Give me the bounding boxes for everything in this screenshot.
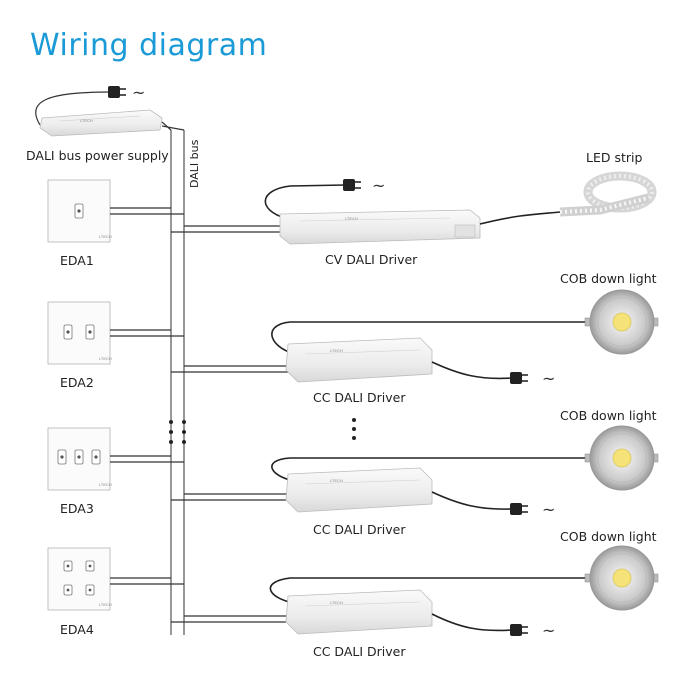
led-strip-label: LED strip: [586, 150, 642, 165]
eda3-label: EDA3: [60, 501, 94, 516]
plug-icon: [343, 179, 361, 191]
led-strip: LED strip: [559, 150, 657, 217]
eda2-switch: [47, 301, 111, 365]
ac-symbol: ~: [542, 621, 555, 640]
eda2-panel: LTECH EDA2: [47, 301, 184, 390]
cc-driver-2-label: CC DALI Driver: [313, 522, 406, 537]
svg-text:LTECH: LTECH: [345, 216, 358, 221]
power-supply-box: [39, 109, 163, 137]
cc-driver-3-label: CC DALI Driver: [313, 644, 406, 659]
power-supply-label: DALI bus power supply: [26, 148, 169, 163]
cob-down-light-2: COB down light: [560, 408, 659, 491]
power-supply: ~ LTECH DALI bus power supply: [26, 83, 185, 163]
bus-dot: [169, 420, 173, 424]
svg-text:LTECH: LTECH: [99, 602, 112, 607]
bus-dot: [182, 420, 186, 424]
ac-symbol: ~: [542, 500, 555, 519]
brand-label: LTECH: [80, 118, 93, 123]
cob-down-light-3: COB down light: [560, 529, 659, 611]
ac-symbol: ~: [542, 369, 555, 388]
more-drivers-dots: [352, 418, 356, 440]
cob-down-light-1: COB down light: [560, 271, 659, 355]
bus-dot: [182, 440, 186, 444]
bus-dot: [182, 430, 186, 434]
plug-icon: [108, 86, 126, 98]
eda4-panel: LTECH EDA4: [47, 547, 184, 637]
cc-driver-1-label: CC DALI Driver: [313, 390, 406, 405]
eda2-label: EDA2: [60, 375, 94, 390]
eda1-panel: LTECH EDA1: [47, 179, 184, 268]
eda1-label: EDA1: [60, 253, 94, 268]
cc-driver-2-box: [285, 467, 433, 513]
cob-3-label: COB down light: [560, 529, 657, 544]
plug-icon: [510, 503, 528, 515]
svg-text:LTECH: LTECH: [99, 234, 112, 239]
ac-symbol: ~: [372, 176, 385, 195]
eda4-switch: [47, 547, 111, 611]
svg-text:LTECH: LTECH: [330, 348, 343, 353]
ac-symbol: ~: [132, 83, 145, 102]
cc-driver-3: LTECH ~ CC DALI Driver: [171, 577, 585, 659]
cob-1-label: COB down light: [560, 271, 657, 286]
eda3-panel: LTECH EDA3: [47, 427, 184, 516]
cc-driver-2: LTECH ~ CC DALI Driver: [171, 457, 585, 537]
bus-dot: [169, 440, 173, 444]
diagram-title: Wiring diagram: [30, 28, 268, 63]
cob-2-label: COB down light: [560, 408, 657, 423]
dali-bus-lines: DALI bus: [169, 130, 201, 635]
cc-driver-1: LTECH ~ CC DALI Driver: [171, 321, 585, 405]
cv-driver-label: CV DALI Driver: [325, 252, 418, 267]
svg-text:LTECH: LTECH: [330, 478, 343, 483]
svg-text:LTECH: LTECH: [330, 600, 343, 605]
svg-text:LTECH: LTECH: [99, 356, 112, 361]
cc-driver-1-box: [285, 337, 433, 383]
bus-dot: [169, 430, 173, 434]
cc-driver-3-box: [285, 589, 433, 635]
eda4-label: EDA4: [60, 622, 94, 637]
svg-text:LTECH: LTECH: [99, 482, 112, 487]
plug-icon: [510, 624, 528, 636]
dali-bus-label: DALI bus: [188, 139, 201, 188]
cv-driver-box: [279, 209, 481, 245]
plug-icon: [510, 372, 528, 384]
eda1-switch: [47, 179, 111, 243]
cv-driver: ~ LTECH CV DALI Driver: [171, 176, 561, 267]
